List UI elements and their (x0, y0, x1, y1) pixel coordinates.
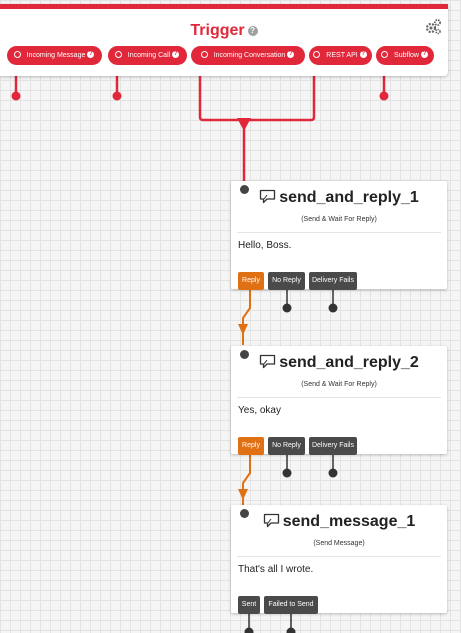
help-icon[interactable]: ? (359, 51, 367, 59)
output-failed-to-send[interactable]: Failed to Send (264, 596, 318, 614)
port-end-dot (11, 91, 21, 101)
widget-type: (Send & Wait For Reply) (301, 381, 377, 388)
output-sent[interactable]: Sent (238, 596, 260, 614)
widget-send-and-reply-2[interactable]: send_and_reply_2 (Send & Wait For Reply)… (231, 346, 447, 455)
output-no-reply[interactable]: No Reply (268, 272, 305, 290)
port-ring-icon (13, 51, 21, 59)
gear-icon[interactable] (424, 18, 442, 36)
trigger-output-incoming-message[interactable]: Incoming Message? (7, 46, 102, 65)
trigger-output-incoming-call[interactable]: Incoming Call? (108, 46, 187, 65)
port-end-dot (282, 303, 292, 313)
help-icon[interactable]: ? (420, 51, 428, 59)
port-end-dot (328, 303, 338, 313)
output-delivery-fails[interactable]: Delivery Fails (309, 437, 357, 455)
output-reply[interactable]: Reply (238, 272, 264, 290)
widget-send-message-1[interactable]: send_message_1 (Send Message) That's all… (231, 505, 447, 614)
widget-body-text: Hello, Boss. (238, 240, 292, 251)
widget-body-text: That's all I wrote. (238, 564, 314, 575)
port-ring-icon (200, 51, 208, 59)
help-icon[interactable]: ? (247, 25, 258, 36)
trigger-title: Trigger? (0, 22, 448, 40)
trigger-output-incoming-conversation[interactable]: Incoming Conversation? (191, 46, 305, 65)
port-end-dot (282, 468, 292, 478)
input-port[interactable] (240, 509, 249, 518)
help-icon[interactable]: ? (287, 51, 295, 59)
widget-title: send_message_1 (231, 513, 447, 531)
widget-body-text: Yes, okay (238, 405, 281, 416)
port-end-dot (286, 627, 296, 633)
output-reply[interactable]: Reply (238, 437, 264, 455)
wire-incoming-conversation (198, 62, 316, 122)
trigger-widget[interactable]: Trigger? Incoming Message? Incoming Call… (0, 4, 448, 76)
output-no-reply[interactable]: No Reply (268, 437, 305, 455)
port-end-dot (244, 627, 254, 633)
widget-type: (Send Message) (313, 540, 365, 547)
help-icon[interactable]: ? (87, 51, 95, 59)
wire-reply-to-send-message-1 (242, 454, 251, 510)
help-icon[interactable]: ? (172, 51, 180, 59)
port-ring-icon (313, 51, 321, 59)
port-end-dot (379, 91, 389, 101)
arrow-head-icon (238, 489, 248, 500)
wire-reply-to-send-and-reply-2 (242, 289, 251, 345)
arrow-head-icon (237, 118, 251, 131)
widget-title: send_and_reply_1 (231, 189, 447, 207)
divider (237, 556, 441, 557)
port-ring-icon (381, 51, 389, 59)
widget-send-and-reply-1[interactable]: send_and_reply_1 (Send & Wait For Reply)… (231, 181, 447, 290)
chat-bubble-icon (260, 354, 276, 369)
input-port[interactable] (240, 350, 249, 359)
port-end-dot (112, 91, 122, 101)
input-port[interactable] (240, 185, 249, 194)
widget-type: (Send & Wait For Reply) (301, 216, 377, 223)
divider (237, 232, 441, 233)
arrow-head-icon (238, 324, 248, 335)
port-ring-icon (114, 51, 122, 59)
chat-bubble-icon (263, 513, 279, 528)
trigger-output-rest-api[interactable]: REST API? (309, 46, 372, 65)
widget-title: send_and_reply_2 (231, 354, 447, 372)
chat-bubble-icon (260, 189, 276, 204)
output-delivery-fails[interactable]: Delivery Fails (309, 272, 357, 290)
divider (237, 397, 441, 398)
trigger-output-subflow[interactable]: Subflow? (376, 46, 434, 65)
port-end-dot (328, 468, 338, 478)
